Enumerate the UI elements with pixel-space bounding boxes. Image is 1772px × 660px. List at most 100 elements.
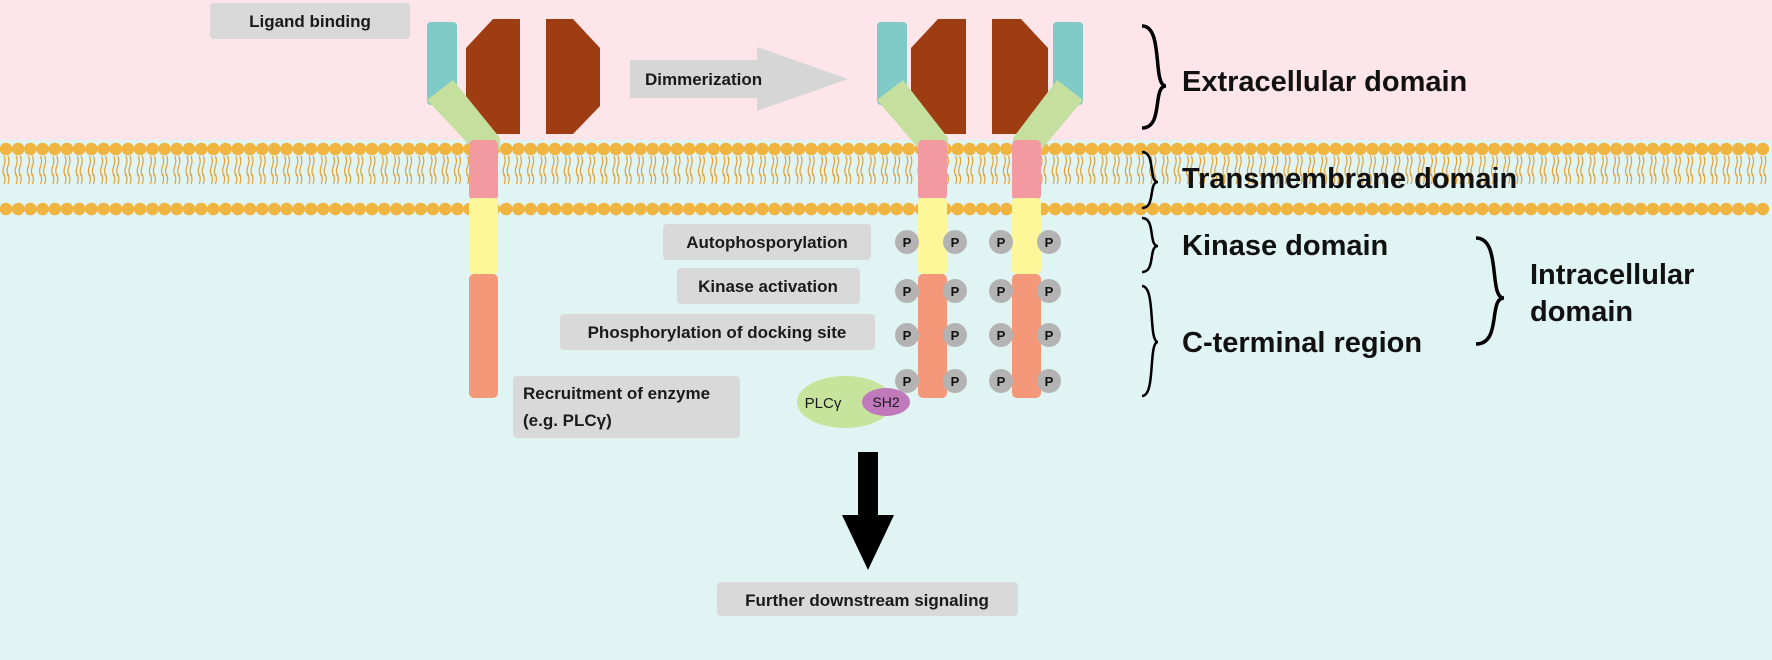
lipid-head <box>231 142 245 156</box>
lipid-tails <box>1173 155 1181 185</box>
lipid-head <box>1719 142 1733 156</box>
plcg-enzyme <box>797 376 893 428</box>
lipid-tails <box>1649 155 1657 185</box>
lipid-head <box>719 142 733 156</box>
lipid-head <box>1256 202 1269 216</box>
lipid-tails <box>1234 155 1242 185</box>
lipid-tails <box>441 155 449 185</box>
lipid-tails <box>1100 155 1108 185</box>
lipid-head <box>597 202 611 216</box>
lipid-head <box>219 142 232 156</box>
lipid-head <box>1244 202 1257 216</box>
c-terminal-region-title: C-terminal region <box>1182 327 1422 359</box>
lipid-head <box>1646 202 1660 216</box>
brace-kinase <box>1141 216 1159 274</box>
lipid-head <box>121 202 135 216</box>
lipid-tails <box>1503 155 1511 185</box>
phosphate-group <box>1037 323 1061 347</box>
lipid-head <box>1695 142 1709 156</box>
lipid-head <box>243 202 257 216</box>
lipid-tails <box>612 155 620 185</box>
lipid-tails <box>856 155 864 185</box>
lipid-head <box>1732 202 1745 216</box>
lipid-head <box>329 142 342 156</box>
lipid-tails <box>600 155 608 185</box>
lipid-head <box>329 202 342 216</box>
lipid-head <box>658 142 672 156</box>
lipid-head <box>268 142 281 156</box>
lipid-head <box>1732 142 1745 156</box>
lipid-tails <box>844 155 852 185</box>
lipid-head <box>1073 142 1086 156</box>
lipid-head <box>72 202 86 216</box>
lipid-head <box>548 142 562 156</box>
lipid-head <box>11 142 25 156</box>
lipid-head <box>658 202 672 216</box>
lipid-head <box>1439 142 1452 156</box>
lipid-head <box>573 142 586 156</box>
lipid-head <box>146 142 159 156</box>
lipid-head <box>1085 142 1099 156</box>
lipid-tails <box>173 155 181 185</box>
lipid-head <box>1158 202 1172 216</box>
lipid-head <box>768 202 781 216</box>
lipid-head <box>1122 202 1135 216</box>
lipid-head <box>60 202 74 216</box>
lipid-tails <box>209 155 217 185</box>
lipid-tails <box>1478 155 1486 185</box>
lipid-tails <box>1137 155 1145 185</box>
lipid-tails <box>1527 155 1535 185</box>
lipid-tails <box>575 155 583 185</box>
lipid-tails <box>392 155 400 185</box>
lipid-head <box>24 142 37 156</box>
lipid-head <box>1573 142 1587 156</box>
ligand-binding-box <box>210 3 410 39</box>
lipid-head <box>780 202 794 216</box>
lipid-head <box>1268 202 1282 216</box>
lipid-head <box>1305 142 1318 156</box>
lipid-head <box>780 142 794 156</box>
lipid-tails <box>1515 155 1523 185</box>
lipid-head <box>390 142 403 156</box>
lipid-head <box>1280 142 1294 156</box>
phosphate-label: P <box>1045 235 1054 250</box>
lipid-tails <box>783 155 791 185</box>
sh2-label: SH2 <box>872 394 899 410</box>
lipid-head <box>719 202 733 216</box>
brace-c-terminal <box>1141 284 1159 398</box>
lipid-head <box>512 202 525 216</box>
lipid-head <box>804 142 818 156</box>
lipid-tails <box>1722 155 1730 185</box>
lipid-head <box>524 142 537 156</box>
lipid-tails <box>1307 155 1315 185</box>
lipid-head <box>170 202 184 216</box>
lipid-head <box>682 142 696 156</box>
autophosphorylation-label: Autophosporylation <box>686 233 847 252</box>
lipid-tails <box>990 155 998 185</box>
lipid-tails <box>1429 155 1437 185</box>
lipid-head <box>341 142 354 156</box>
lipid-tails <box>1698 155 1706 185</box>
lipid-head <box>1341 142 1355 156</box>
lipid-head <box>365 202 379 216</box>
lipid-head <box>1707 202 1721 216</box>
lipid-head <box>829 202 842 216</box>
lipid-head <box>1610 202 1623 216</box>
lipid-head <box>804 202 818 216</box>
lipid-tails <box>1405 155 1413 185</box>
lipid-head <box>85 142 98 156</box>
lipid-head <box>585 142 598 156</box>
lipid-head <box>1500 202 1513 216</box>
lipid-head <box>438 202 452 216</box>
lipid-tails <box>1466 155 1474 185</box>
lipid-tails <box>234 155 242 185</box>
downstream-arrow <box>842 452 894 570</box>
lipid-head <box>1707 142 1721 156</box>
lipid-head <box>1183 202 1196 216</box>
dimer-right-arm <box>1013 80 1083 150</box>
docking-site-label: Phosphorylation of docking site <box>588 323 847 342</box>
lipid-head <box>304 142 318 156</box>
lipid-tails <box>868 155 876 185</box>
